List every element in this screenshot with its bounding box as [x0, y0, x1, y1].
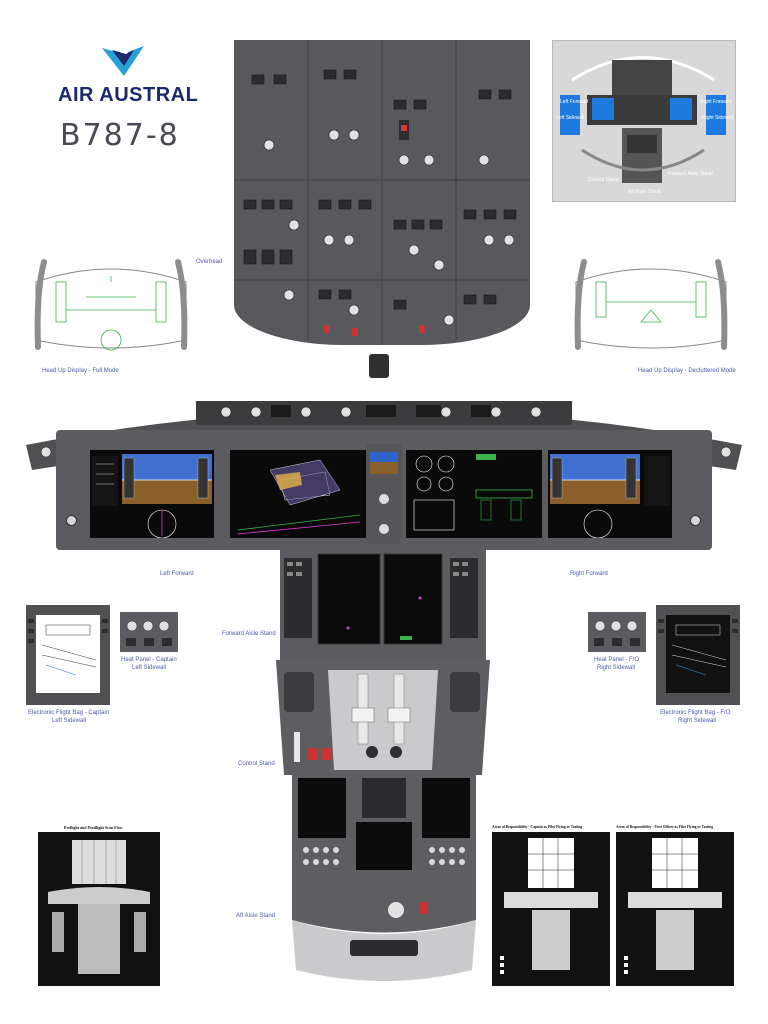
- fo-responsibility-title: Areas of Responsibility - First Officer …: [616, 825, 714, 829]
- aft-aisle-stand-label: Aft Aisle Stand: [236, 913, 276, 919]
- efb-captain-label-2: Left Sidewall: [52, 718, 87, 724]
- right-forward-label: Right Forward: [570, 571, 608, 577]
- heat-panel-captain: [120, 612, 178, 652]
- panel-knob-right[interactable]: [690, 515, 701, 526]
- aft-aisle-stand: [292, 770, 476, 981]
- hud-decluttered-mode-label: Head Up Display - Decluttered Mode: [638, 368, 736, 374]
- heat-panel-captain-label-2: Left Sidewall: [132, 665, 167, 671]
- control-stand: [276, 660, 490, 775]
- heat-panel-fo-label: Heat Panel - F/O: [594, 657, 640, 663]
- heat-panel-fo: [588, 612, 646, 652]
- hud-full-mode: [34, 259, 188, 351]
- heat-panel-fo-label-2: Right Sidewall: [597, 665, 636, 671]
- inset-label-right-forward: Right Forward: [700, 99, 732, 105]
- forward-aisle-stand-label: Forward Aisle Stand: [222, 631, 276, 637]
- captain-nd-display: [230, 450, 366, 538]
- captain-responsibility-title: Areas of Responsibility - Captain as Pil…: [492, 825, 583, 829]
- overhead-label: Overhead: [196, 259, 223, 265]
- captain-responsibility-diagram: [492, 832, 610, 986]
- hud-full-mode-label: Head Up Display - Full Mode: [42, 368, 119, 374]
- inset-label-left-forward: Left Forward: [560, 99, 589, 105]
- panel-knob-left[interactable]: [66, 515, 77, 526]
- efb-captain: [26, 605, 110, 705]
- hud-decluttered-mode: [574, 259, 728, 350]
- scan-flow-title: Preflight and Postflight Scan Flow: [64, 825, 123, 830]
- cockpit-overview-drawing: [560, 56, 726, 183]
- heat-panel-captain-label: Heat Panel - Captain: [121, 657, 177, 663]
- inset-label-aft-aisle-stand: Aft Aisle Stand: [628, 189, 661, 195]
- inset-label-control-stand: Control Stand: [588, 177, 619, 183]
- fo-pfd-display: [548, 450, 672, 538]
- standby-compass-icon: [369, 354, 389, 378]
- control-stand-label: Control Stand: [238, 761, 275, 767]
- overhead-panel-details: [234, 40, 530, 345]
- efb-fo-label-2: Right Sidewall: [678, 718, 717, 724]
- standby-instruments: [366, 444, 402, 544]
- brand-name: AIR AUSTRAL: [58, 84, 199, 106]
- left-forward-label: Left Forward: [160, 571, 194, 577]
- scan-flow-diagram: [38, 832, 160, 986]
- eicas-display: [406, 450, 542, 538]
- inset-label-forward-aisle-stand: Forward Aisle Stand: [668, 171, 713, 177]
- efb-fo-label: Electronic Flight Bag - F/O: [660, 710, 731, 716]
- efb-captain-label: Electronic Flight Bag - Captain: [28, 710, 110, 716]
- forward-aisle-stand-details: [284, 553, 478, 645]
- fo-responsibility-diagram: [616, 832, 734, 986]
- efb-fo: [656, 605, 740, 705]
- air-austral-logo-icon: [102, 46, 144, 76]
- captain-pfd-display: [90, 450, 214, 538]
- inset-label-left-sidewall: Left Sidewall: [556, 115, 585, 121]
- aircraft-model: B787-8: [60, 118, 180, 153]
- inset-label-right-sidewall: Right Sidewall: [702, 115, 734, 121]
